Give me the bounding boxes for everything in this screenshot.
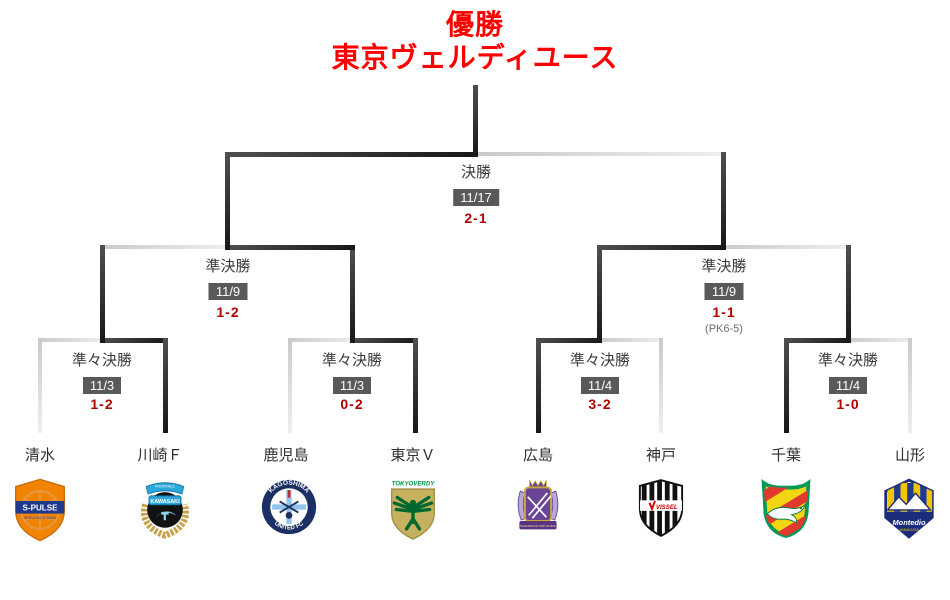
winner-path-line [783,338,789,433]
yamagata-text: YAMAGATA [899,528,919,532]
round-label: 準決勝 [205,258,251,275]
team-name-hiroshima: 広島 [522,447,554,464]
winner-path-line [597,245,727,250]
winner-path-line [350,245,355,343]
bracket-line [721,245,850,249]
winner-path-line [100,245,105,343]
frontale-text: FRONTALE [155,484,175,488]
svg-text:UNITED FC: UNITED FC [273,520,305,531]
match-date-badge: 11/9 [704,283,744,300]
s-pulse-crest-icon: S-PULSE SHIZUOKA SHIMIZU [13,478,67,547]
winner-path-line [412,338,418,433]
bracket-line [100,245,230,249]
team-name-kobe: 神戸 [645,447,677,464]
match-date-badge: 11/17 [453,189,499,206]
bracket-line [908,338,912,433]
quarterfinal-4-info: 準々決勝 11/4 1-0 [818,349,878,412]
match-score: 1-2 [90,396,114,412]
bracket-line [473,152,726,156]
team-name-chiba: 千葉 [770,447,802,464]
united-fc-text: UNITED FC [273,520,305,531]
bracket-line [288,338,292,433]
team-name-yamagata: 山形 [894,447,926,464]
round-label: 決勝 [460,164,492,181]
quarterfinal-1-info: 準々決勝 11/3 1-2 [72,349,132,412]
match-score: 1-0 [836,396,860,412]
semifinal-left-info: 準決勝 11/9 1-2 [205,255,250,320]
match-score: 3-2 [588,396,612,412]
match-date-badge: 11/3 [332,377,372,394]
sanfrecce-text: SANFRECCE HIROSHIMA [520,524,556,528]
winner-path-line [721,152,727,250]
kawasaki-text: KAWASAKI [150,499,180,505]
match-date-badge: 11/3 [82,377,122,394]
match-score: 1-2 [216,304,240,320]
round-label: 準決勝 [701,258,747,275]
tokyoverdy-text: TOKYOVERDY [392,480,436,487]
team-name-kagoshima: 鹿児島 [263,447,309,464]
winner-path-line [225,152,230,250]
bracket-line [597,338,663,342]
match-note: (PK6-5) [705,323,743,335]
match-score: 2-1 [464,210,488,226]
semifinal-right-info: 準決勝 11/9 1-1 (PK6-5) [701,255,746,335]
champion-title: 優勝 東京ヴェルディユース [0,8,950,74]
sanfrecce-crest-icon: SANFRECCE HIROSHIMA [511,478,565,541]
winner-path-line [473,85,479,157]
bracket-line [38,338,42,433]
vissel-crest-icon: VISSEL [637,478,685,543]
match-score: 1-1 [712,304,736,320]
quarterfinal-2-info: 準々決勝 11/3 0-2 [322,349,382,412]
winner-path-line [100,338,168,343]
bracket-line [846,338,912,342]
montedio-crest-icon: Montedio YAMAGATA [882,478,936,545]
round-label: 準々決勝 [569,352,631,369]
winner-path-line [535,338,541,433]
team-name-shimizu: 清水 [24,447,56,464]
final-match-info: 決勝 11/17 2-1 [453,161,499,226]
frontale-crest-icon: FRONTALE KAWASAKI [135,478,195,545]
match-date-badge: 11/4 [580,377,620,394]
match-date-badge: 11/4 [828,377,868,394]
bracket-line [288,338,355,342]
vissel-text: VISSEL [656,504,678,511]
jef-united-crest-icon [758,478,814,545]
winner-path-line [162,338,168,433]
bracket-line [38,338,105,342]
team-name-tokyo-v: 東京Ｖ [390,447,436,464]
winner-path-line [350,338,418,343]
champion-title-line1: 優勝 [445,9,504,40]
kagoshima-crest-icon: KAGOSHIMA UNITED FC [260,478,318,541]
winner-path-line [225,245,355,250]
winner-path-line [783,338,851,343]
montedio-text: Montedio [892,518,926,527]
team-name-kawasaki: 川崎Ｆ [137,447,183,464]
verdy-crest-icon: TOKYOVERDY [388,478,438,546]
s-pulse-text: S-PULSE [22,503,58,512]
winner-path-line [597,245,602,343]
winner-path-line [845,245,851,343]
winner-path-line [535,338,602,343]
bracket-line [659,338,663,433]
quarterfinal-3-info: 準々決勝 11/4 3-2 [570,349,630,412]
match-score: 0-2 [340,396,364,412]
round-label: 準々決勝 [321,352,383,369]
champion-title-line2: 東京ヴェルディユース [331,42,619,73]
winner-path-line [225,152,479,157]
s-pulse-subtext: SHIZUOKA SHIMIZU [24,516,57,520]
match-date-badge: 11/9 [208,283,248,300]
round-label: 準々決勝 [817,352,879,369]
round-label: 準々決勝 [71,352,133,369]
